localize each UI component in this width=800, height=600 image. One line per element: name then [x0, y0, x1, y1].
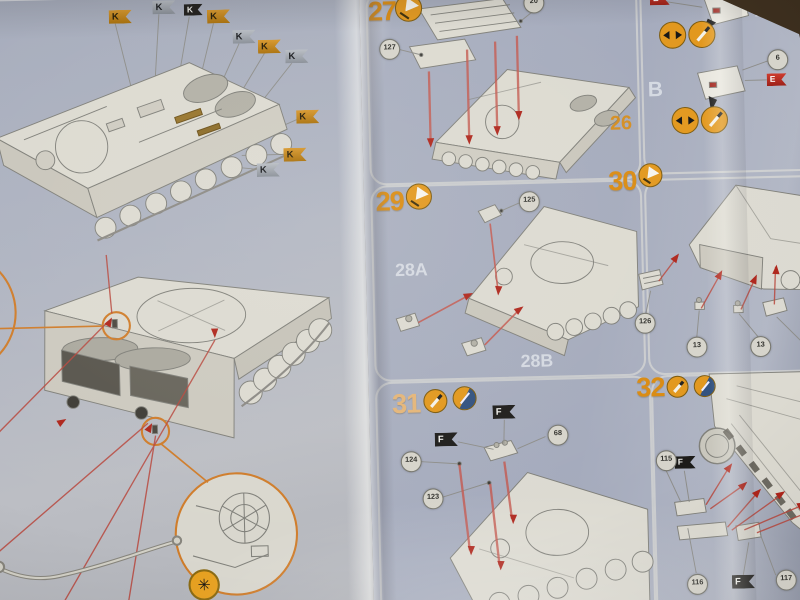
flag-letter: K [299, 111, 307, 122]
step29-art [394, 200, 640, 359]
flag-letter: K [210, 10, 218, 22]
step-number-27: 27 [367, 0, 397, 27]
left-page-diagrams [0, 0, 376, 600]
flag-letter: F [677, 457, 684, 467]
step-number-31: 31 [391, 387, 421, 420]
sub-assembly-label-28a: 28A [394, 259, 428, 281]
magnifier-detail-art [192, 492, 271, 568]
variant-label-a: A [754, 0, 770, 22]
right-page-diagrams [361, 0, 800, 600]
assembly-ref-26: 26 [609, 112, 633, 135]
step-number-30: 30 [607, 164, 637, 197]
detail-magnifier-circles [0, 244, 298, 600]
flag-letter: F [437, 433, 444, 445]
flag-letter: K [235, 31, 243, 42]
variant-label-b: B [647, 78, 664, 102]
flag-letter: E [653, 0, 659, 3]
step30-art [637, 183, 800, 348]
assembly-lines [0, 252, 222, 600]
step28-art [661, 0, 775, 113]
detail-marker-icon: ✳ [188, 569, 220, 600]
flag-letter: K [186, 5, 194, 15]
step-number-29: 29 [375, 184, 405, 217]
flag-letter: K [155, 1, 163, 13]
flag-letter: K [288, 50, 296, 62]
sub-assembly-label-28b: 28B [520, 350, 554, 372]
step32-art [663, 371, 800, 577]
step31-art [419, 416, 655, 600]
flag-letter: E [769, 74, 776, 84]
flag-letter: K [259, 164, 267, 175]
flag-letter: K [111, 11, 119, 22]
flag-letter: F [495, 406, 502, 417]
flag-letter: K [286, 148, 294, 160]
step-number-32: 32 [635, 370, 665, 403]
flag-letter: F [734, 575, 741, 587]
tank-hull-top-illustration [0, 60, 294, 243]
flag-letter: K [260, 40, 268, 52]
tank-rear-quarter-illustration [42, 272, 334, 442]
step27-art [397, 0, 638, 183]
tow-cable-part [0, 536, 182, 579]
